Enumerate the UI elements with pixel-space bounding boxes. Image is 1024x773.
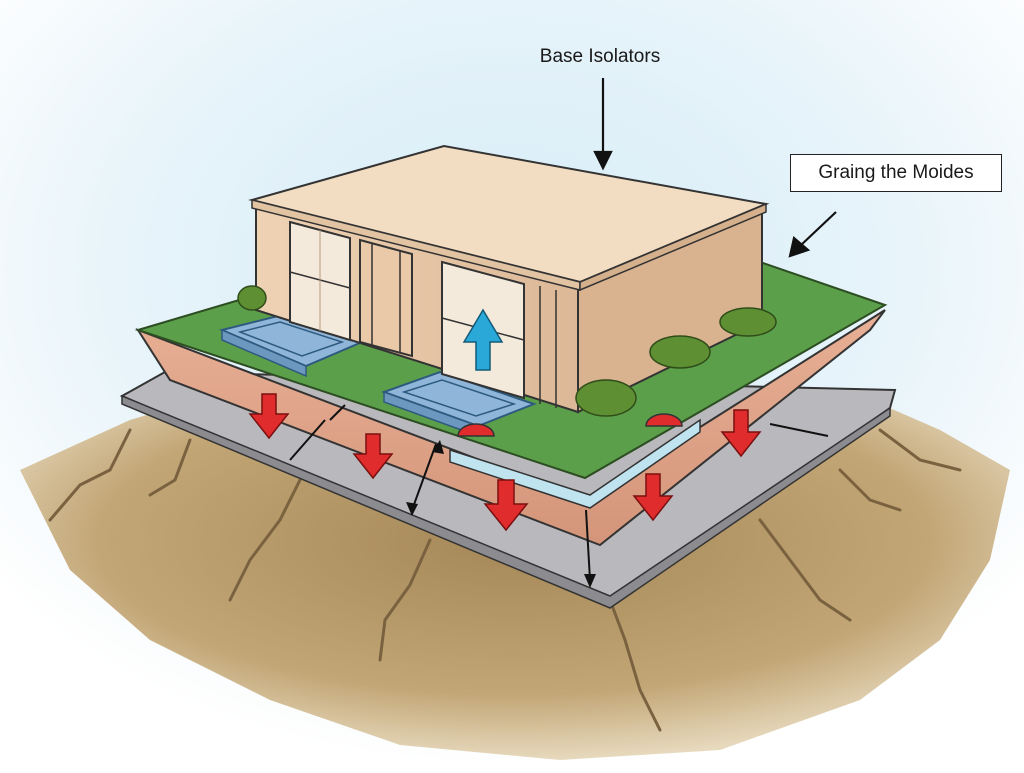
black-pointer-arrow-icon xyxy=(788,235,811,258)
red-down-arrow-icon xyxy=(720,409,762,458)
window-left xyxy=(289,220,351,342)
red-down-arrow-icon xyxy=(248,393,290,440)
isolator-strip xyxy=(449,418,701,509)
black-pointer-arrow-icon xyxy=(593,150,613,171)
red-down-arrow-icon xyxy=(632,473,674,522)
base-isolators-label: Base Isolators xyxy=(539,46,661,67)
load-arrows xyxy=(248,393,762,532)
bushes xyxy=(237,285,777,417)
soil-cracks xyxy=(48,428,962,732)
label-pointer-arrows xyxy=(593,78,837,258)
pointer-lines xyxy=(289,404,829,581)
red-down-arrow-icon xyxy=(483,479,529,532)
callout-box-label: Graing the Moides xyxy=(790,154,1002,192)
pointer-arrowheads xyxy=(406,440,596,588)
isolator-bearings xyxy=(457,413,683,437)
cyan-up-arrow-icon xyxy=(462,308,504,371)
red-down-arrow-icon xyxy=(352,433,394,480)
door-column xyxy=(359,238,413,358)
isolator-pads xyxy=(218,314,537,438)
isolator-pad-left xyxy=(218,314,365,378)
pilaster-right xyxy=(539,286,557,408)
